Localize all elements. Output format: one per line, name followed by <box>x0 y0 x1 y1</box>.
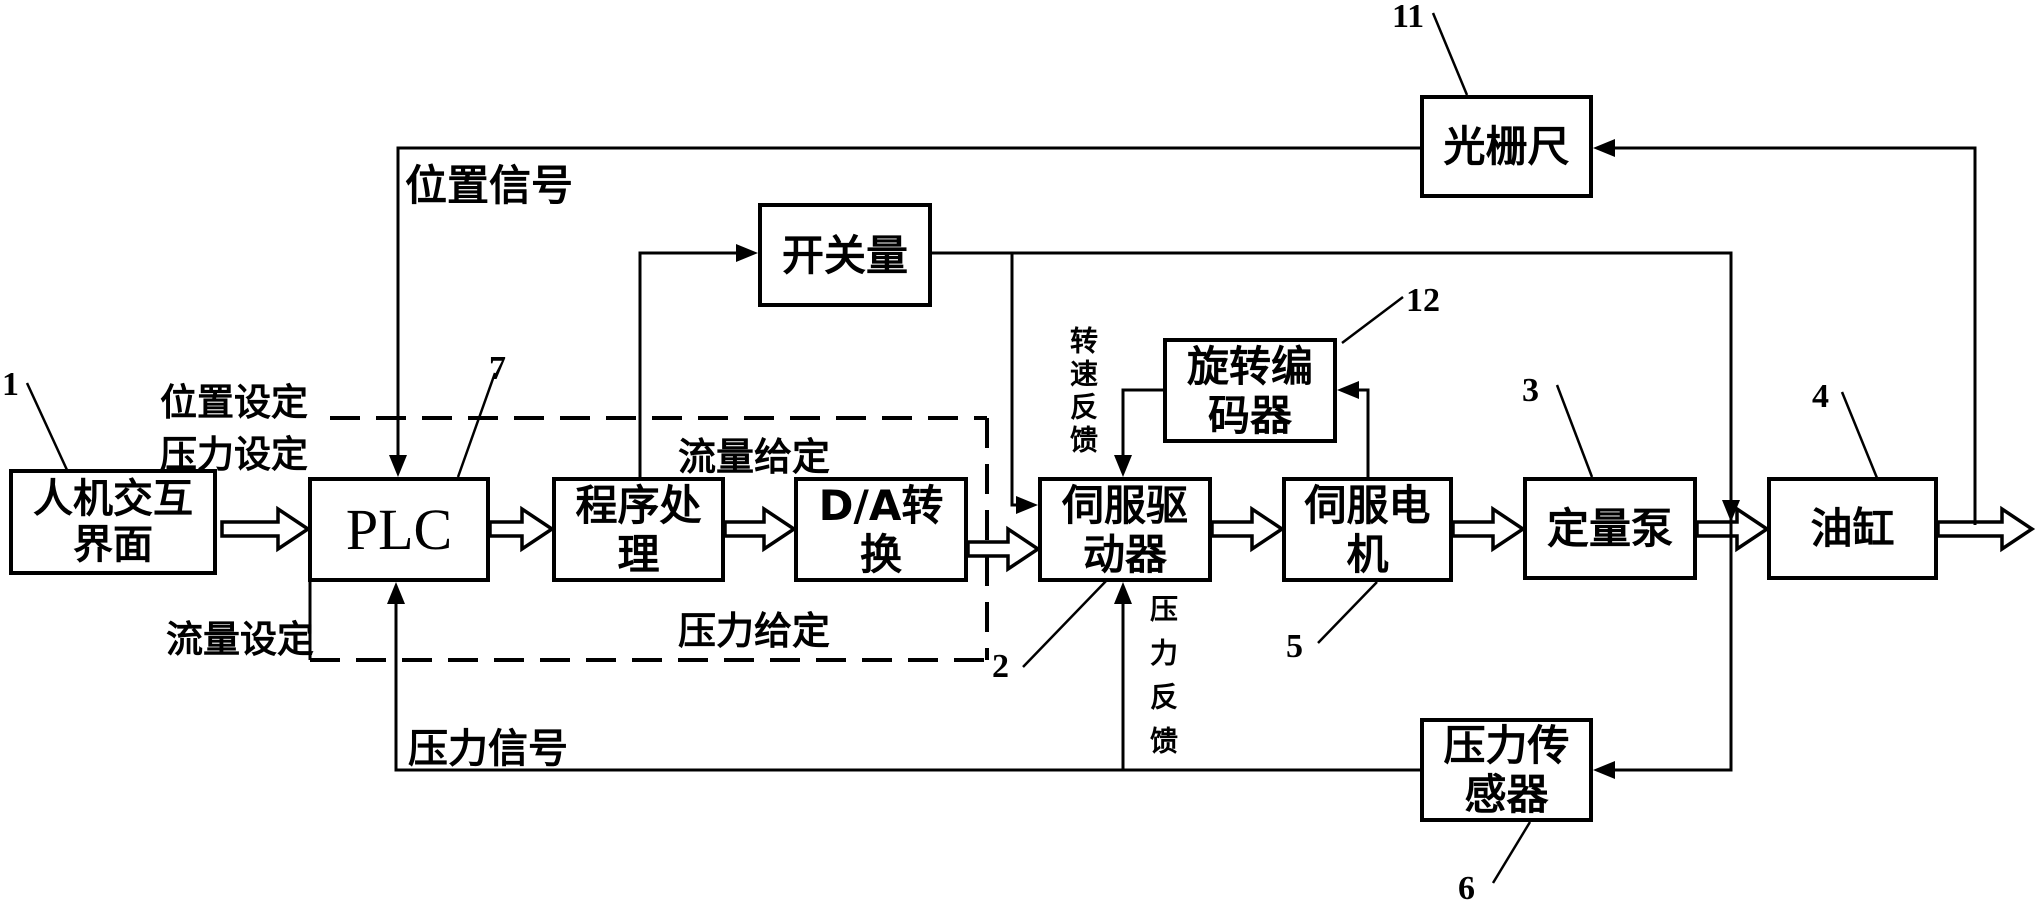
flow-arrow-driver-motor <box>1210 505 1286 553</box>
box-pressure-sensor: 压力传 感器 <box>1420 718 1593 822</box>
flow-arrow-cylinder-out <box>1936 505 2036 553</box>
box-servo-driver: 伺服驱 动器 <box>1038 477 1212 582</box>
box-grating-scale-label: 光栅尺 <box>1443 122 1570 171</box>
line-encoder-to-driver <box>1121 388 1163 458</box>
box-da-converter: D/A转 换 <box>794 477 968 582</box>
ref-line-11 <box>1431 12 1469 96</box>
box-servo-motor-label-line1: 伺服电 <box>1304 480 1431 530</box>
ref-label-4: 4 <box>1812 378 1829 415</box>
box-servo-driver-label-line2: 动器 <box>1082 529 1167 579</box>
ref-label-7: 7 <box>489 350 506 387</box>
line-sensor-to-plc-pressure-signal <box>394 601 1420 772</box>
label-position-set: 位置设定 <box>160 381 308 424</box>
ref-label-2: 2 <box>992 648 1009 685</box>
arrowhead-into-grating <box>1593 139 1615 157</box>
box-servo-motor: 伺服电 机 <box>1282 477 1453 582</box>
label-pressure-set: 压力设定 <box>160 433 308 476</box>
box-cylinder: 油缸 <box>1767 477 1938 580</box>
box-cylinder-label: 油缸 <box>1810 504 1895 553</box>
box-hmi: 人机交互 界面 <box>9 469 217 575</box>
label-pressure-given: 压力给定 <box>678 609 831 653</box>
label-position-signal: 位置信号 <box>405 161 574 210</box>
ref-label-12: 12 <box>1406 282 1440 319</box>
arrowhead-into-driver-left <box>1016 496 1038 514</box>
box-program-label-line2: 理 <box>617 529 660 579</box>
ref-label-5: 5 <box>1286 628 1303 665</box>
ref-line-7 <box>456 372 497 478</box>
flow-arrow-motor-pump <box>1451 505 1527 553</box>
ref-line-12 <box>1341 296 1404 344</box>
box-switch-io: 开关量 <box>758 203 932 307</box>
box-switch-io-label: 开关量 <box>781 230 908 280</box>
box-program-label-line1: 程序处 <box>575 480 702 530</box>
label-speed-feedback: 转速反馈 <box>1066 326 1099 458</box>
arrowhead-into-driver-bottom <box>1114 582 1132 604</box>
box-hmi-label-line1: 人机交互 <box>33 476 193 522</box>
box-grating-scale: 光栅尺 <box>1420 95 1593 198</box>
box-pump-label: 定量泵 <box>1546 504 1673 553</box>
flow-arrow-hmi-plc <box>220 505 312 553</box>
box-da-label-line2: 换 <box>859 529 902 579</box>
box-pump: 定量泵 <box>1523 477 1697 580</box>
flow-arrow-plc-program <box>488 505 556 553</box>
ref-label-3: 3 <box>1522 372 1539 409</box>
flow-arrow-da-servodriver <box>966 525 1042 573</box>
box-hmi-label-line2: 界面 <box>73 522 153 568</box>
ref-label-6: 6 <box>1458 870 1475 907</box>
arrowhead-into-switchio <box>736 244 758 262</box>
box-rotary-encoder-label-line1: 旋转编 <box>1186 341 1313 391</box>
box-servo-driver-label-line1: 伺服驱 <box>1061 480 1188 530</box>
box-plc: PLC <box>308 477 490 582</box>
ref-line-3 <box>1555 384 1594 478</box>
box-rotary-encoder: 旋转编 码器 <box>1163 338 1337 443</box>
arrowhead-into-plc-bottom <box>387 582 405 604</box>
flow-arrow-program-da <box>723 505 798 553</box>
ref-label-11: 11 <box>1392 0 1425 35</box>
label-pressure-signal: 压力信号 <box>408 726 568 772</box>
box-da-label-line1: D/A转 <box>818 480 944 530</box>
arrowhead-into-sensor <box>1593 761 1615 779</box>
box-servo-motor-label-line2: 机 <box>1346 529 1389 579</box>
label-pressure-feedback: 压力反馈 <box>1146 594 1179 770</box>
ref-line-5 <box>1317 581 1378 644</box>
label-flow-given: 流量给定 <box>678 435 831 479</box>
line-motor-to-encoder <box>1356 388 1370 477</box>
line-switchio-branch-to-driver <box>1010 253 1020 507</box>
box-program-processing: 程序处 理 <box>552 477 725 582</box>
ref-line-4 <box>1840 391 1879 479</box>
box-plc-label: PLC <box>345 497 453 562</box>
arrowhead-into-plc-top <box>389 455 407 477</box>
box-rotary-encoder-label-line2: 码器 <box>1207 390 1292 440</box>
line-cylinder-to-grating <box>1612 146 1977 525</box>
arrowhead-onto-pump-line <box>1722 500 1740 522</box>
box-pressure-sensor-label-line1: 压力传 <box>1443 721 1570 770</box>
ref-line-2 <box>1022 579 1108 668</box>
label-flow-set: 流量设定 <box>166 618 314 661</box>
arrowhead-into-encoder <box>1337 381 1359 399</box>
arrowhead-into-driver-top <box>1114 455 1132 477</box>
ref-line-6 <box>1491 821 1532 884</box>
box-pressure-sensor-label-line2: 感器 <box>1464 770 1549 819</box>
ref-label-1: 1 <box>2 366 19 403</box>
line-program-to-switchio <box>638 251 740 477</box>
line-grating-to-plc-position-signal <box>396 146 1420 458</box>
ref-line-1 <box>25 382 69 471</box>
